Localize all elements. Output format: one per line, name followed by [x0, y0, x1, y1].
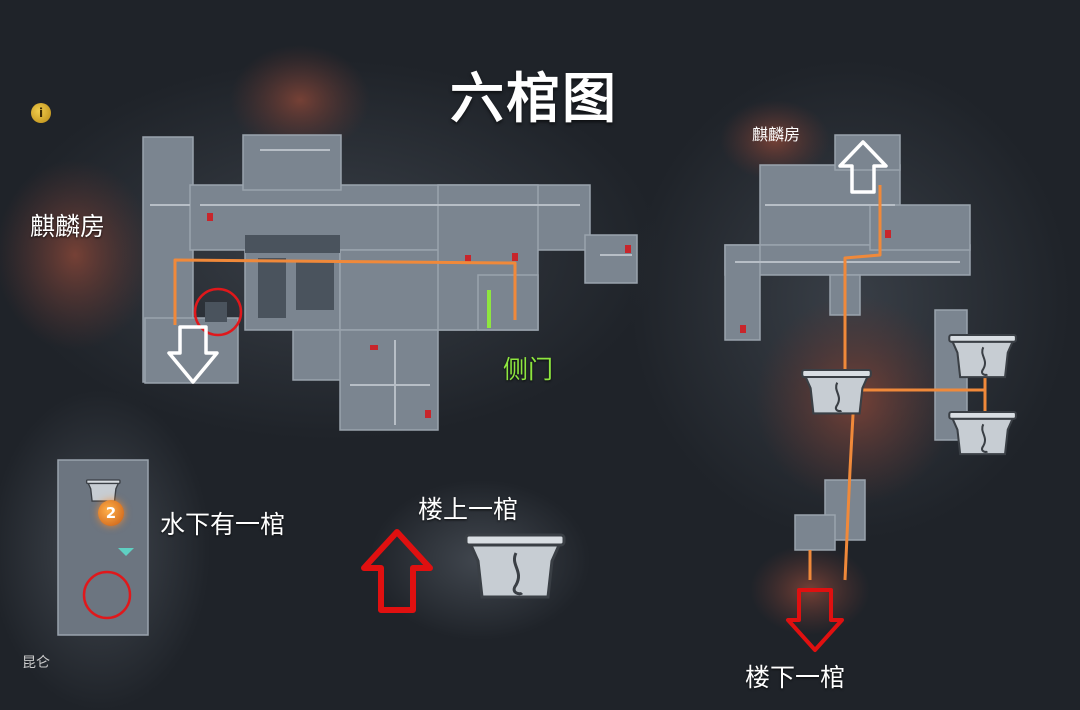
right-building-grid [735, 204, 960, 263]
coffin-icon [948, 333, 1017, 379]
count-badge: 2 [98, 500, 124, 526]
up-arrow-icon [361, 529, 433, 613]
underwater-coffin-label: 水下有一棺 [160, 510, 286, 539]
right-building [724, 134, 971, 551]
upstairs-coffin-label: 楼上一棺 [418, 495, 519, 524]
map-point-markers [207, 213, 891, 418]
down-arrow-icon [167, 325, 219, 384]
downstairs-coffin-label: 楼下一棺 [745, 663, 846, 692]
coffin-icon [464, 533, 566, 599]
partial-hud-label: 昆仑 [22, 655, 50, 671]
side-door-marker [487, 290, 491, 328]
red-circle-marker [82, 570, 132, 620]
left-building-inner [205, 235, 340, 322]
qilin-room-label-right: 麒麟房 [752, 125, 801, 144]
coin-icon[interactable]: i [31, 103, 51, 123]
red-circle-marker [193, 287, 243, 337]
left-building-grid [150, 149, 632, 425]
qilin-room-label-left: 麒麟房 [30, 212, 106, 241]
page-title: 六棺图 [450, 67, 618, 130]
up-arrow-icon [838, 140, 888, 194]
coffin-icon [85, 479, 121, 502]
route-lines [173, 185, 987, 581]
coffin-icon [948, 410, 1017, 456]
side-door-label: 侧门 [503, 355, 554, 384]
down-arrow-icon [786, 588, 844, 652]
teal-triangle-marker [118, 548, 134, 556]
coffin-icon [801, 368, 872, 415]
